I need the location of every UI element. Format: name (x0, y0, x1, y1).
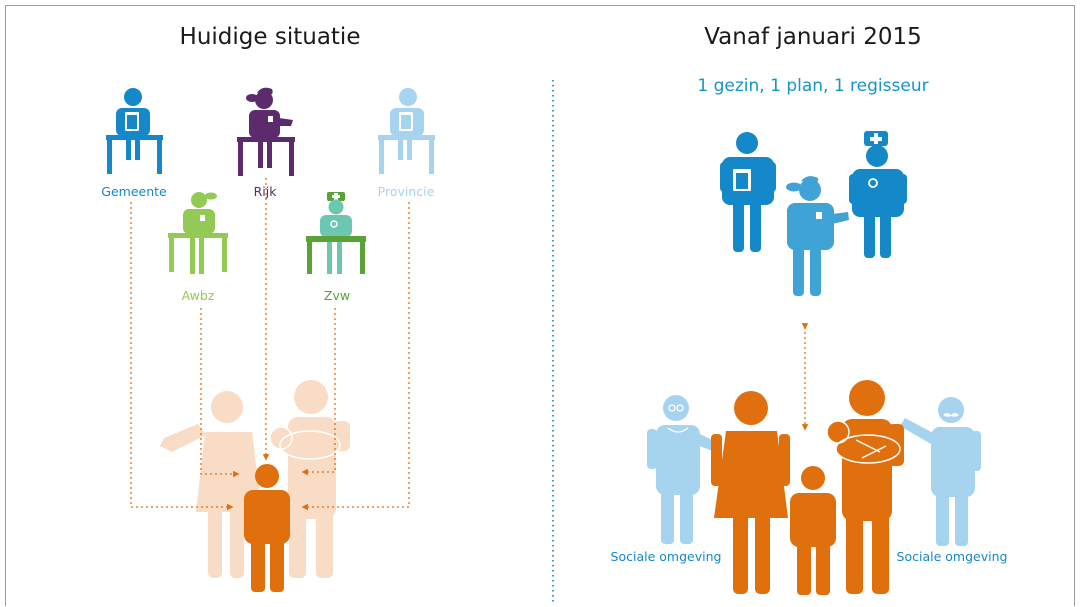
arrow-provincie (301, 202, 410, 511)
care-team-figures (720, 131, 907, 258)
mustache-icon (943, 413, 959, 417)
baby-new-outline (826, 420, 901, 464)
family-new-figures (711, 380, 904, 595)
child-current-figure (244, 464, 290, 592)
baby-outline (269, 426, 341, 460)
left-panel-title: Huidige situatie (179, 24, 361, 50)
label-awbz: Awbz (181, 288, 215, 303)
zvw-official-icon (306, 192, 366, 274)
awbz-official-icon (168, 192, 228, 274)
label-sociale-omgeving-left: Sociale omgeving (610, 549, 722, 564)
rijk-official-icon (237, 87, 295, 176)
label-rijk: Rijk (253, 184, 277, 199)
label-sociale-omgeving-right: Sociale omgeving (896, 549, 1008, 564)
figure-frame (5, 5, 1075, 606)
right-panel-title: Vanaf januari 2015 (704, 24, 922, 50)
arrow-awbz (200, 308, 240, 478)
label-gemeente: Gemeente (101, 184, 167, 199)
care-team-coordinator (786, 176, 849, 296)
right-panel-subtitle: 1 gezin, 1 plan, 1 regisseur (697, 76, 929, 96)
social-environment-right-figure (900, 397, 981, 546)
referral-arrows (130, 178, 410, 511)
label-zvw: Zvw (323, 288, 351, 303)
provincie-official-icon (378, 88, 435, 174)
glasses-icon (667, 404, 689, 433)
label-provincie: Provincie (377, 184, 435, 199)
arrow-gemeente (130, 202, 234, 511)
gemeente-official-icon (106, 88, 163, 174)
social-environment-left-figure (647, 395, 722, 544)
family-current-figures (160, 380, 350, 578)
